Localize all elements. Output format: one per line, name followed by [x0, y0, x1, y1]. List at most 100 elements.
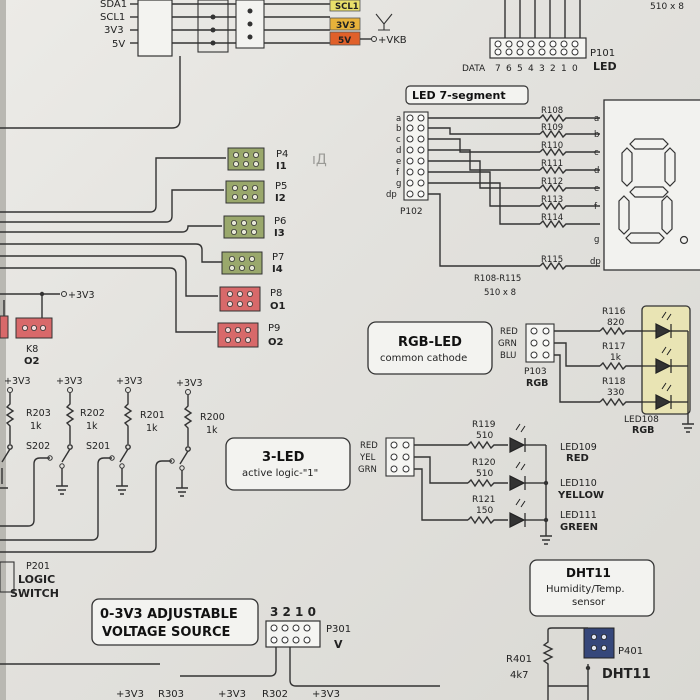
- led110-color: YELLOW: [557, 490, 604, 501]
- rgb-pin-blu: BLU: [500, 351, 516, 361]
- rgb-pin-red: RED: [500, 327, 518, 337]
- voltage-source-section: 0-3V3 ADJUSTABLE VOLTAGE SOURCE 3 2 1 0 …: [0, 598, 440, 700]
- rgb-pin-grn: GRN: [498, 339, 517, 349]
- r401-label: R401: [506, 654, 532, 665]
- r118-value: 330: [607, 388, 624, 398]
- p103-label: P103: [524, 367, 547, 377]
- data-pin-4: 4: [528, 64, 534, 74]
- p8-label: P8: [270, 288, 282, 299]
- led7-title: LED 7-segment: [412, 89, 506, 102]
- top-pin-0: SDA1: [100, 0, 127, 10]
- dht11-caption: DHT11: [602, 667, 651, 682]
- led7-pin-g: g: [396, 179, 401, 189]
- r108-label: R108: [541, 106, 563, 116]
- k8-label: K8: [26, 344, 38, 355]
- led7-caption-1: R108-R115: [474, 274, 521, 284]
- seg-out-f: f: [594, 202, 598, 212]
- voltage-box: [91, 598, 259, 646]
- dht11-box: [529, 559, 655, 617]
- mosquito-icon: [375, 13, 393, 31]
- led110-label: LED110: [560, 478, 597, 489]
- r117-label: R117: [602, 342, 625, 352]
- p9-label: P9: [268, 323, 280, 334]
- led7-pin-c: c: [396, 135, 401, 145]
- sw-supply-0: +3V3: [4, 376, 31, 387]
- sw-supply-1: +3V3: [56, 376, 83, 387]
- led108-sub: RGB: [632, 425, 654, 436]
- rgb-box: [367, 321, 493, 375]
- badge-3v3: [329, 17, 361, 31]
- badge-5v-text: 5V: [338, 36, 351, 46]
- led7-pin-a: a: [396, 114, 401, 124]
- vs-supply-0: +3V3: [116, 689, 144, 700]
- input-headers: P4 I1 P5 I2 P6 I3 P7 I4: [0, 147, 288, 333]
- data-pin-6: 6: [506, 64, 512, 74]
- led7-resistors: [539, 113, 600, 271]
- rgb-section: RGB-LED common cathode RED GRN BLU P103 …: [367, 305, 694, 436]
- p301-sub: V: [334, 638, 343, 651]
- seven-segment-display: [603, 99, 700, 271]
- three-led-section: 3-LED active logic-"1" RED YEL GRN R119 …: [225, 420, 604, 545]
- r119-value: 510: [476, 431, 493, 441]
- seg-out-c: c: [594, 148, 599, 158]
- page-edge: [0, 0, 6, 700]
- logic-label: LOGIC: [18, 573, 55, 586]
- r202-value: 1k: [86, 421, 98, 432]
- three-led-box: [225, 437, 351, 491]
- data-pin-5: 5: [517, 64, 523, 74]
- r200-label: R200: [200, 412, 225, 423]
- vs-supply-1: +3V3: [218, 689, 246, 700]
- data-label: DATA: [462, 64, 486, 74]
- data-pin-1: 1: [561, 64, 567, 74]
- vs-supply-2: +3V3: [312, 689, 340, 700]
- led7-pin-b: b: [396, 124, 401, 134]
- k8-supply: +3V3: [68, 290, 95, 301]
- r121-value: 150: [476, 506, 493, 516]
- led109-label: LED109: [560, 442, 597, 453]
- s201-label: S201: [86, 441, 110, 452]
- switch-label: SWITCH: [10, 587, 59, 600]
- p4-label: P4: [276, 149, 288, 160]
- badge-scl1-text: SCL1: [335, 2, 359, 12]
- three-led-title: 3-LED: [262, 450, 305, 465]
- rgb-box-subtitle: common cathode: [380, 353, 467, 364]
- r203-value: 1k: [30, 421, 42, 432]
- badge-3v3-text: 3V3: [336, 21, 356, 31]
- dht11-box-title: DHT11: [566, 566, 611, 580]
- i3-label: I3: [274, 228, 285, 239]
- p401-header: [583, 627, 615, 659]
- top-connector: SDA1 SCL1 3V3 5V SCL1 3V3 5V +VKB 510 x …: [0, 0, 684, 129]
- led7-title-box: [405, 85, 529, 105]
- three-led-pin-grn: GRN: [358, 465, 377, 475]
- three-led-header: [385, 437, 415, 477]
- i4-label: I4: [272, 264, 283, 275]
- i2-label: I2: [275, 193, 286, 204]
- rgb-led: [641, 305, 691, 415]
- led7-section: LED 7-segment a b c d e f g dp P102: [386, 85, 700, 298]
- p7-label: P7: [272, 252, 284, 263]
- seg-out-b: b: [594, 130, 599, 140]
- r110-label: R110: [541, 141, 563, 151]
- r302-label: R302: [262, 689, 288, 700]
- dht11-section: DHT11 Humidity/Temp. sensor P401 DHT11 R…: [506, 559, 655, 700]
- p8-header: [219, 286, 261, 312]
- dht11-box-line2: Humidity/Temp.: [546, 584, 625, 595]
- r109-label: R109: [541, 123, 563, 133]
- led111-color: GREEN: [560, 522, 598, 533]
- rgb-box-title: RGB-LED: [398, 335, 462, 350]
- ink-smudge: ıД: [312, 152, 327, 168]
- data-pin-3: 3: [539, 64, 545, 74]
- badge-scl1: [329, 0, 361, 12]
- r112-label: R112: [541, 177, 563, 187]
- seven-segment-digit: [618, 138, 689, 245]
- r116-label: R116: [602, 307, 626, 317]
- data-pin-2: 2: [550, 64, 556, 74]
- seg-out-dp: dp: [590, 257, 601, 267]
- p102-label: P102: [400, 207, 423, 217]
- r120-label: R120: [472, 458, 496, 468]
- led7-pin-dp: dp: [386, 190, 397, 200]
- p301-label: P301: [326, 624, 351, 635]
- output-headers: P8 O1 P9 O2: [217, 286, 286, 348]
